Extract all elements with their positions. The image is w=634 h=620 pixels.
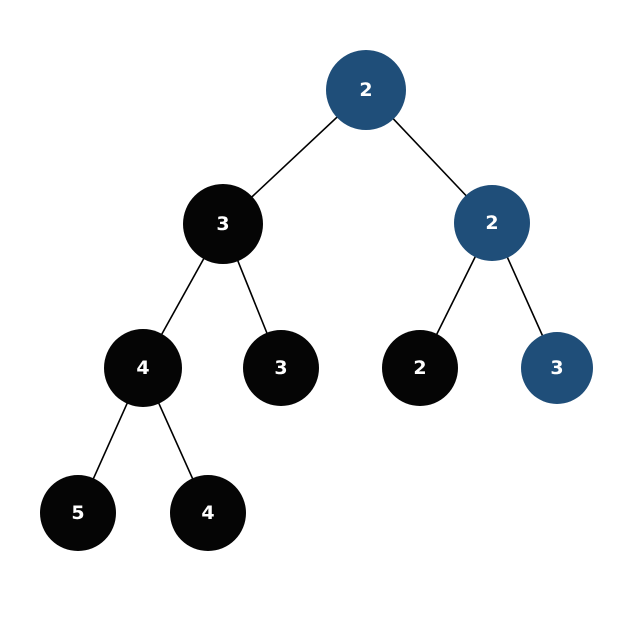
tree-node[interactable]: 4 <box>170 475 246 551</box>
tree-node[interactable]: 5 <box>40 475 116 551</box>
tree-node-label: 3 <box>216 212 230 235</box>
tree-node-label: 2 <box>413 356 427 379</box>
tree-node[interactable]: 3 <box>243 330 319 406</box>
tree-node[interactable]: 4 <box>104 329 182 407</box>
tree-node-label: 5 <box>71 501 85 524</box>
tree-node[interactable]: 2 <box>454 185 530 261</box>
tree-node[interactable]: 3 <box>183 184 263 264</box>
tree-node-label: 2 <box>485 211 499 234</box>
tree-node-label: 2 <box>359 78 373 101</box>
tree-node[interactable]: 2 <box>326 50 406 130</box>
tree-node-label: 3 <box>274 356 288 379</box>
tree-node-label: 3 <box>550 356 564 379</box>
tree-node-label: 4 <box>201 501 215 524</box>
tree-node[interactable]: 3 <box>521 332 593 404</box>
tree-node-label: 4 <box>136 356 150 379</box>
tree-node[interactable]: 2 <box>382 330 458 406</box>
